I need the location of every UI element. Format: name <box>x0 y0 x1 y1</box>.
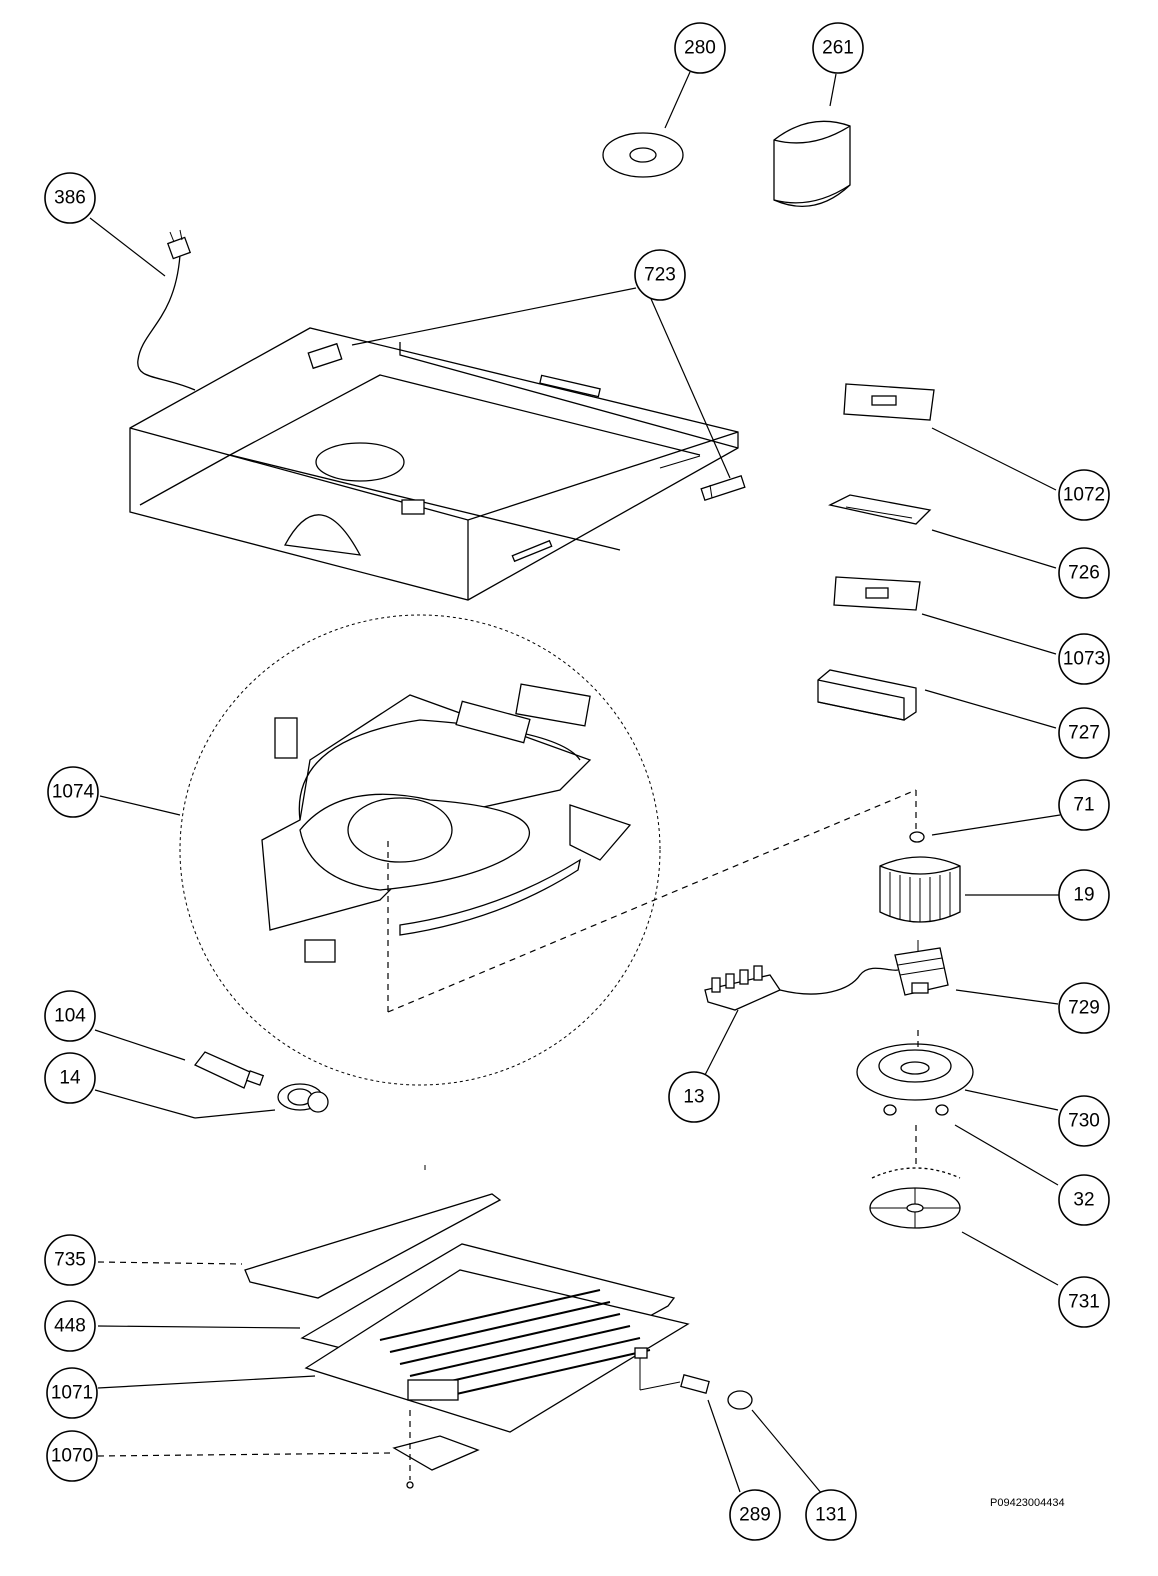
svg-text:32: 32 <box>1073 1190 1094 1211</box>
svg-text:1071: 1071 <box>51 1383 93 1404</box>
part-bushing <box>909 831 925 843</box>
part-bushings <box>883 1104 949 1116</box>
part-clip <box>700 474 746 502</box>
callout-448: 448 <box>44 1300 96 1352</box>
part-motor <box>894 940 949 996</box>
part-terminal-block <box>704 965 899 1011</box>
callout-1071: 1071 <box>46 1367 98 1419</box>
document-code: P09423004434 <box>990 1497 1065 1509</box>
callout-280: 280 <box>674 22 726 74</box>
callout-14: 14 <box>44 1052 96 1104</box>
svg-text:289: 289 <box>739 1505 771 1526</box>
svg-text:13: 13 <box>683 1087 704 1108</box>
svg-text:1073: 1073 <box>1063 649 1105 670</box>
callout-104: 104 <box>44 990 96 1042</box>
svg-text:726: 726 <box>1068 563 1100 584</box>
part-small-panel <box>392 1435 480 1489</box>
callout-386: 386 <box>44 172 96 224</box>
part-duct-cylinder <box>773 120 851 207</box>
callout-13: 13 <box>668 1071 720 1123</box>
svg-text:730: 730 <box>1068 1111 1100 1132</box>
callout-1073: 1073 <box>1058 633 1110 685</box>
svg-text:386: 386 <box>54 188 86 209</box>
svg-text:735: 735 <box>54 1250 86 1271</box>
callout-32: 32 <box>1058 1174 1110 1226</box>
part-hood-body <box>129 327 739 601</box>
callout-723: 723 <box>634 249 686 301</box>
callout-727: 727 <box>1058 707 1110 759</box>
part-ring <box>602 132 684 178</box>
part-motor-plate <box>856 1043 974 1101</box>
callout-1070: 1070 <box>46 1430 98 1482</box>
svg-text:131: 131 <box>815 1505 847 1526</box>
callout-131: 131 <box>805 1489 857 1541</box>
svg-text:1070: 1070 <box>51 1446 93 1467</box>
svg-text:71: 71 <box>1073 795 1094 816</box>
part-switch-plate <box>843 383 935 421</box>
part-detail-circle <box>179 614 661 1086</box>
part-fan-wheel <box>879 856 961 923</box>
callout-261: 261 <box>812 22 864 74</box>
part-lamp-holder <box>193 1051 265 1089</box>
svg-text:1072: 1072 <box>1063 485 1105 506</box>
callout-726: 726 <box>1058 547 1110 599</box>
part-grille <box>869 1167 961 1229</box>
part-filter-frame <box>300 1243 690 1433</box>
part-knob <box>727 1390 753 1410</box>
callout-1074: 1074 <box>47 766 99 818</box>
part-power-cord <box>137 229 196 391</box>
svg-text:19: 19 <box>1073 885 1094 906</box>
callout-735: 735 <box>44 1234 96 1286</box>
svg-text:448: 448 <box>54 1316 86 1337</box>
part-switch-plate-2 <box>833 576 921 611</box>
part-lamp <box>277 1083 329 1113</box>
svg-text:1074: 1074 <box>52 782 95 803</box>
svg-text:723: 723 <box>644 265 676 286</box>
leader-lines <box>89 71 1061 1495</box>
part-bracket <box>828 494 932 525</box>
part-glass-panel <box>244 1165 502 1299</box>
callout-289: 289 <box>729 1489 781 1541</box>
svg-text:731: 731 <box>1068 1292 1100 1313</box>
callout-729: 729 <box>1058 982 1110 1034</box>
part-latch <box>680 1374 710 1394</box>
svg-text:261: 261 <box>822 38 854 59</box>
callout-1072: 1072 <box>1058 469 1110 521</box>
part-channel <box>817 669 917 721</box>
svg-text:729: 729 <box>1068 998 1100 1019</box>
svg-text:14: 14 <box>59 1068 81 1089</box>
svg-text:727: 727 <box>1068 723 1100 744</box>
callout-730: 730 <box>1058 1095 1110 1147</box>
callout-19: 19 <box>1058 869 1110 921</box>
svg-text:104: 104 <box>54 1006 86 1027</box>
callout-71: 71 <box>1058 779 1110 831</box>
callout-731: 731 <box>1058 1276 1110 1328</box>
svg-text:280: 280 <box>684 38 716 59</box>
